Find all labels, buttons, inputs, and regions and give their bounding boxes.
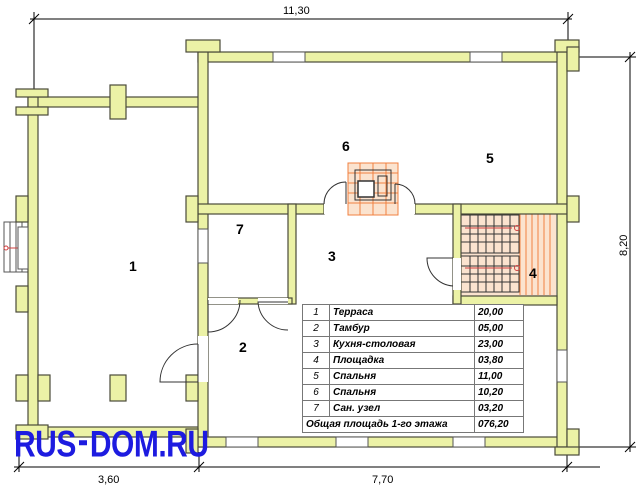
rusdom-logo: RUS DOM.RU <box>14 424 209 467</box>
area-row-value: 03,80 <box>474 352 524 369</box>
dim-right-height: 8,20 <box>618 235 630 256</box>
windows <box>17 51 568 448</box>
area-total-label: Общая площадь 1-го этажа <box>302 416 475 433</box>
area-row-value: 20,00 <box>474 304 524 321</box>
dim-bottom-right: 7,70 <box>372 474 393 486</box>
area-total-value: 076,20 <box>474 416 524 433</box>
area-row-value: 05,00 <box>474 320 524 337</box>
area-row-value: 11,00 <box>474 368 524 385</box>
room-label-4: 4 <box>529 265 537 281</box>
room-label-5: 5 <box>486 150 494 166</box>
doors <box>159 181 461 383</box>
room-labels: 1 2 3 4 5 6 7 <box>129 138 537 355</box>
dim-bottom-left: 3,60 <box>98 474 119 486</box>
area-total-row: Общая площадь 1-го этажа 076,20 <box>302 416 524 433</box>
room-label-1: 1 <box>129 258 137 274</box>
room-label-3: 3 <box>328 248 336 264</box>
logo-text-rus: RUS <box>14 424 76 466</box>
dim-top-width: 11,30 <box>283 5 310 17</box>
area-row-value: 03,20 <box>474 400 524 417</box>
area-row-name: Кухня-столовая <box>329 336 475 353</box>
area-row-name: Терраса <box>329 304 475 321</box>
area-row-name: Спальня <box>329 368 475 385</box>
stove <box>347 162 399 216</box>
area-row-name: Спальня <box>329 384 475 401</box>
area-row-name: Сан. узел <box>329 400 475 417</box>
area-row-number: 4 <box>302 352 330 369</box>
room-label-6: 6 <box>342 138 350 154</box>
room-label-2: 2 <box>239 339 247 355</box>
area-row-number: 3 <box>302 336 330 353</box>
area-row-number: 1 <box>302 304 330 321</box>
area-row-number: 2 <box>302 320 330 337</box>
area-row-value: 23,00 <box>474 336 524 353</box>
area-row-number: 7 <box>302 400 330 417</box>
logo-text-ru: .RU <box>158 424 209 466</box>
area-row-name: Площадка <box>329 352 475 369</box>
dimension-lines <box>13 12 636 473</box>
area-row-number: 5 <box>302 368 330 385</box>
area-row-number: 6 <box>302 384 330 401</box>
room-label-7: 7 <box>236 221 244 237</box>
area-row-value: 10,20 <box>474 384 524 401</box>
staircase <box>455 213 556 296</box>
area-row-name: Тамбур <box>329 320 475 337</box>
logo-text-dom: DOM <box>89 424 159 466</box>
